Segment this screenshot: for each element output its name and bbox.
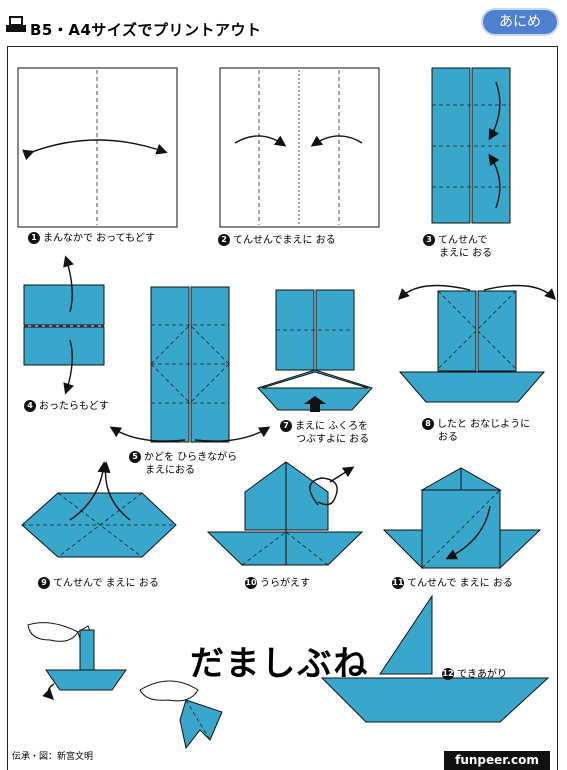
step-8-text-2: おる [438,432,458,443]
step-5-text-2: まえにおる [145,465,195,476]
step-3-number: 3 [423,234,435,246]
step-1-text: まんなかで おってもどす [43,233,155,244]
step-11-text: てんせんで まえに おる [407,578,513,589]
step-12-diagram [320,594,550,723]
step-9-number: 9 [38,577,50,589]
credit-text: 伝承・図：新宮文明 [12,752,94,762]
step-4-number: 4 [24,400,36,412]
step-2-text: てんせんでまえに おる [233,235,336,246]
step-9-text: てんせんで まえに おる [53,578,159,589]
step-5-number: 5 [129,451,141,463]
step-2-number: 2 [218,234,230,246]
hand-play-illustration-1 [27,622,127,700]
step-8-text-1: したと おなじように [437,419,531,430]
step-10-text: うらがえす [260,578,310,589]
step-8-number: 8 [422,418,434,430]
step-12-text: できあがり [457,669,507,680]
step-5-text-1: かどを ひらきながら [144,452,238,463]
step-7-number: 7 [280,420,292,432]
step-3-diagram [431,67,511,224]
hand-play-illustration-2 [139,680,223,750]
step-4-text: おったらもどす [39,401,109,412]
print-size-title: B5・A4サイズでプリントアウト [30,21,262,39]
step-9-diagram [21,461,177,558]
step-7-text-2: つぶすよに おる [296,434,370,445]
step-7-text-1: まえに ふくろを [295,421,369,432]
origami-title: だましぶね [190,644,370,684]
diagram-frame [7,46,558,770]
step-1-number: 1 [28,232,40,244]
step-1-diagram [17,67,178,228]
step-10-number: 10 [245,577,257,589]
step-3-text-2: まえに おる [439,248,493,259]
step-11-number: 11 [392,577,404,589]
step-11-diagram [382,467,542,570]
step-3-text-1: てんせんで [438,235,488,246]
printer-icon [6,16,26,32]
anime-button[interactable]: あにめ [481,8,559,36]
step-10-diagram [206,461,364,566]
step-12-number: 12 [442,668,454,680]
step-8-diagram [398,284,556,403]
site-logo[interactable]: funpeer.com [444,751,550,770]
step-2-diagram [219,67,380,228]
step-5-diagram [109,286,271,443]
step-4-diagram [23,255,105,395]
step-7-diagram [257,289,373,412]
